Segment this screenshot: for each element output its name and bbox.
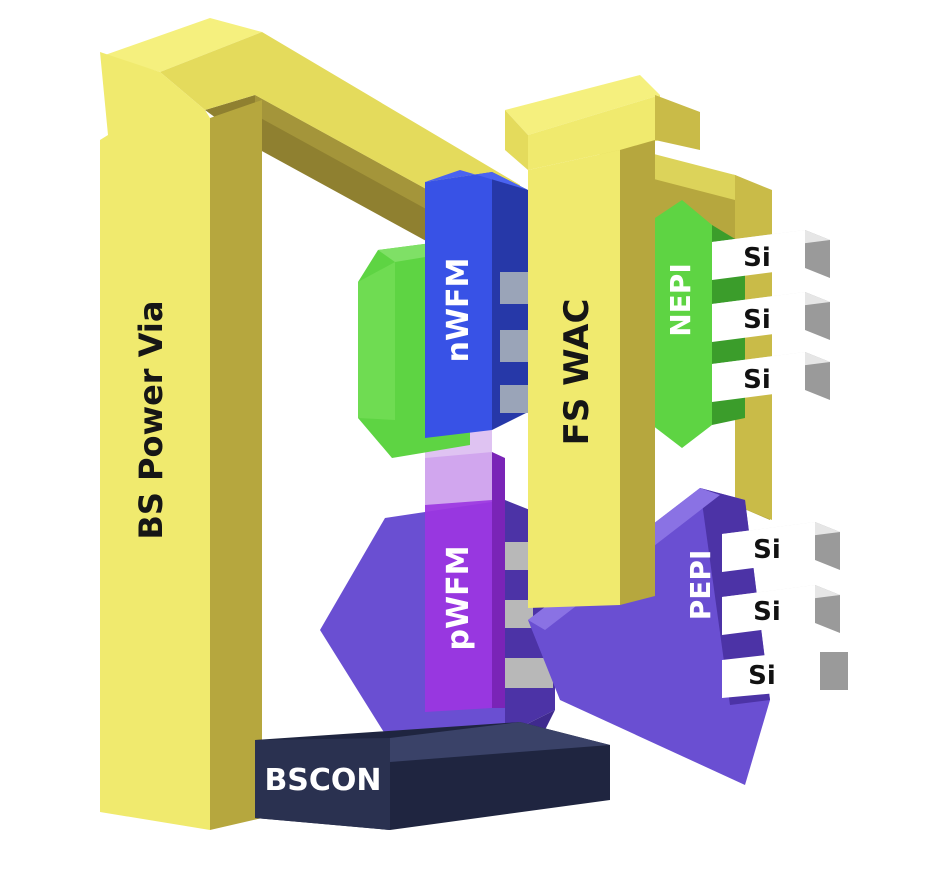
si-label-5: Si — [753, 597, 781, 627]
si-nanosheets — [712, 230, 848, 698]
nwfm-label: nWFM — [441, 258, 476, 363]
bscon-label: BSCON — [264, 763, 381, 798]
pwfm-label: pWFM — [441, 546, 476, 651]
si-sheet-4 — [722, 522, 840, 572]
pepi-label: PEPI — [684, 550, 717, 621]
bs-power-via-label: BS Power Via — [132, 301, 170, 540]
si-label-6: Si — [748, 661, 776, 691]
si-label-1: Si — [743, 243, 771, 273]
si-label-4: Si — [753, 535, 781, 565]
si-sheet-1 — [712, 230, 830, 280]
si-label-3: Si — [743, 365, 771, 395]
pwfm-block — [320, 425, 555, 770]
fs-wac-label: FS WAC — [557, 299, 597, 446]
bscon-block — [255, 722, 610, 830]
si-sheet-2 — [712, 292, 830, 342]
nwfm-block — [358, 170, 530, 458]
si-sheet-5 — [722, 585, 840, 635]
fs-wac — [505, 75, 700, 608]
si-sheet-3 — [712, 352, 830, 402]
si-label-2: Si — [743, 305, 771, 335]
nepi-label: NEPI — [664, 263, 697, 337]
si-sheet-6 — [722, 650, 848, 698]
